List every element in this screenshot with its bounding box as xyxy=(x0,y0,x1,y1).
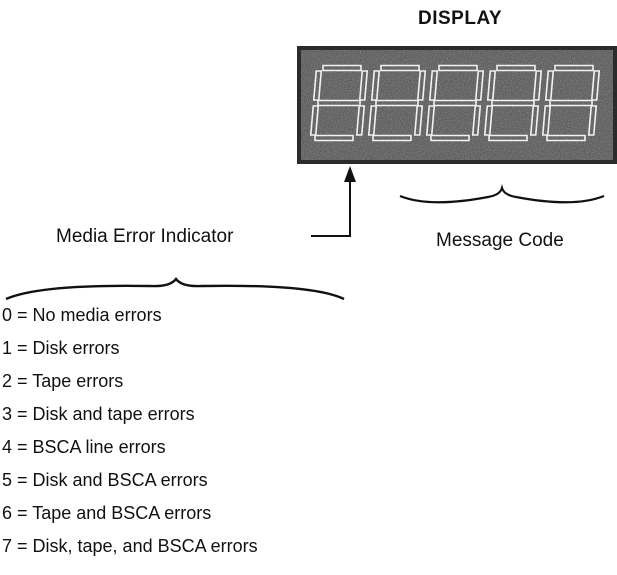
legend-brace xyxy=(5,277,345,301)
digit-segment xyxy=(590,70,601,101)
display-digit xyxy=(309,64,369,142)
digit-segment xyxy=(438,64,478,72)
digit-segment xyxy=(355,105,366,136)
digit-segment xyxy=(544,70,555,101)
digit-segment xyxy=(529,105,540,136)
digit-segment xyxy=(486,70,497,101)
digit-segment xyxy=(322,64,362,72)
digit-segment xyxy=(314,134,354,142)
digit-segment xyxy=(587,105,598,136)
digit-segment xyxy=(541,105,552,136)
digit-segment xyxy=(380,64,420,72)
arrow-up-icon xyxy=(344,166,356,182)
digit-segment xyxy=(358,70,369,101)
digit-segment xyxy=(372,134,412,142)
display-title: DISPLAY xyxy=(418,8,503,29)
digit-segment xyxy=(367,105,378,136)
digit-segment xyxy=(309,105,320,136)
digit-segment xyxy=(413,105,424,136)
digit-segment xyxy=(430,134,470,142)
digit-segment xyxy=(370,70,381,101)
media-error-legend: 0 = No media errors 1 = Disk errors 2 = … xyxy=(2,299,258,563)
media-error-indicator-label: Media Error Indicator xyxy=(56,226,234,247)
display-digit xyxy=(367,64,427,142)
legend-item: 1 = Disk errors xyxy=(2,338,120,358)
message-code-label: Message Code xyxy=(436,230,564,251)
legend-item: 6 = Tape and BSCA errors xyxy=(2,503,212,523)
digit-segment xyxy=(488,134,528,142)
digit-segment xyxy=(554,64,594,72)
legend-item: 3 = Disk and tape errors xyxy=(2,404,195,424)
legend-item: 4 = BSCA line errors xyxy=(2,437,166,457)
digit-segment xyxy=(474,70,485,101)
digit-segment xyxy=(483,105,494,136)
digit-segment xyxy=(428,70,439,101)
digit-segment xyxy=(425,105,436,136)
digit-segment xyxy=(312,70,323,101)
legend-item: 0 = No media errors xyxy=(2,305,162,325)
digit-segment xyxy=(471,105,482,136)
display-panel xyxy=(297,46,617,164)
display-digit xyxy=(483,64,543,142)
display-digits xyxy=(309,64,601,142)
message-code-brace xyxy=(399,184,605,204)
digit-segment xyxy=(532,70,543,101)
legend-item: 7 = Disk, tape, and BSCA errors xyxy=(2,536,258,556)
digit-segment xyxy=(496,64,536,72)
display-digit xyxy=(425,64,485,142)
digit-segment xyxy=(546,134,586,142)
media-error-leader-line xyxy=(311,180,351,237)
legend-item: 5 = Disk and BSCA errors xyxy=(2,470,208,490)
legend-item: 2 = Tape errors xyxy=(2,371,124,391)
digit-segment xyxy=(416,70,427,101)
display-digit xyxy=(541,64,601,142)
